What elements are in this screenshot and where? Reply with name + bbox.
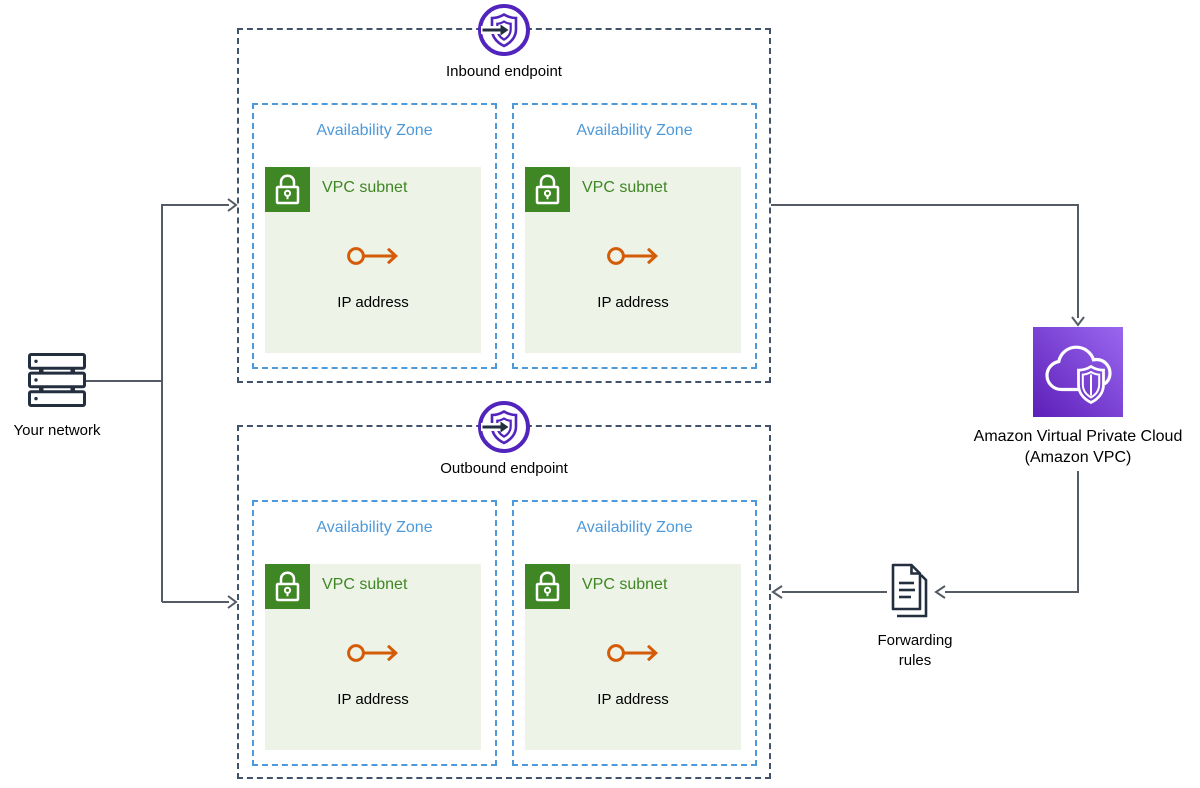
forwarding-rules-label-line1: Forwarding <box>877 632 953 649</box>
arrowhead-into-outbound-right <box>771 585 783 599</box>
arrowhead-into-forwarding <box>934 585 946 599</box>
server-stack-icon <box>27 352 87 408</box>
inbound-endpoint-icon <box>477 3 531 57</box>
arrowhead-into-outbound-left <box>227 595 238 609</box>
outbound-endpoint-icon <box>477 400 531 454</box>
inbound-endpoint-title: Inbound endpoint <box>446 63 562 80</box>
vpc-subnet-lock-icon <box>525 167 570 212</box>
vpc-subnet-label: VPC subnet <box>322 179 408 196</box>
arrowhead-into-inbound <box>227 198 238 212</box>
amazon-vpc: Amazon Virtual Private Cloud (Amazon VPC… <box>958 327 1198 468</box>
forwarding-rules-label-line2: rules <box>898 652 932 669</box>
availability-zone-box: Availability Zone VPC subnet IP address <box>252 500 497 766</box>
ip-address-icon <box>346 243 400 269</box>
amazon-vpc-label: Amazon Virtual Private Cloud (Amazon VPC… <box>958 426 1198 468</box>
vpc-subnet-panel: VPC subnet IP address <box>265 564 481 750</box>
ip-address-label: IP address <box>597 691 669 708</box>
your-network-label: Your network <box>13 422 101 439</box>
vpc-subnet-panel: VPC subnet IP address <box>525 167 741 353</box>
availability-zone-box: Availability Zone VPC subnet IP address <box>252 103 497 369</box>
ip-address-label: IP address <box>597 294 669 311</box>
availability-zone-label: Availability Zone <box>316 519 433 536</box>
vpc-subnet-label: VPC subnet <box>322 576 408 593</box>
vpc-subnet-label: VPC subnet <box>582 179 668 196</box>
vpc-subnet-panel: VPC subnet IP address <box>525 564 741 750</box>
availability-zone-label: Availability Zone <box>316 122 433 139</box>
amazon-vpc-label-line1: Amazon Virtual Private Cloud <box>973 428 1183 445</box>
ip-address-icon <box>346 640 400 666</box>
outbound-endpoint-box: Outbound endpoint Availability Zone VPC … <box>237 425 771 779</box>
outbound-endpoint-title: Outbound endpoint <box>440 460 568 477</box>
connector-inbound-to-vpc <box>771 204 1079 318</box>
availability-zone-box: Availability Zone VPC subnet IP address <box>512 500 757 766</box>
inbound-endpoint-box: Inbound endpoint Availability Zone VPC s… <box>237 28 771 383</box>
ip-address-icon <box>606 243 660 269</box>
your-network: Your network <box>0 352 114 439</box>
vpc-subnet-lock-icon <box>265 167 310 212</box>
forwarding-rules-label: Forwarding rules <box>855 631 975 671</box>
availability-zone-label: Availability Zone <box>576 122 693 139</box>
availability-zone-box: Availability Zone VPC subnet IP address <box>512 103 757 369</box>
cloud-shield-icon <box>1033 327 1123 417</box>
ip-address-icon <box>606 640 660 666</box>
forwarding-rules-icon <box>890 562 932 620</box>
vpc-subnet-lock-icon <box>265 564 310 609</box>
connector-vpc-to-forwarding <box>945 471 1079 593</box>
ip-address-label: IP address <box>337 691 409 708</box>
vpc-subnet-lock-icon <box>525 564 570 609</box>
amazon-vpc-label-line2: (Amazon VPC) <box>1024 449 1132 466</box>
vpc-subnet-panel: VPC subnet IP address <box>265 167 481 353</box>
ip-address-label: IP address <box>337 294 409 311</box>
arrowhead-into-vpc <box>1071 316 1085 327</box>
vpc-subnet-label: VPC subnet <box>582 576 668 593</box>
availability-zone-label: Availability Zone <box>576 519 693 536</box>
